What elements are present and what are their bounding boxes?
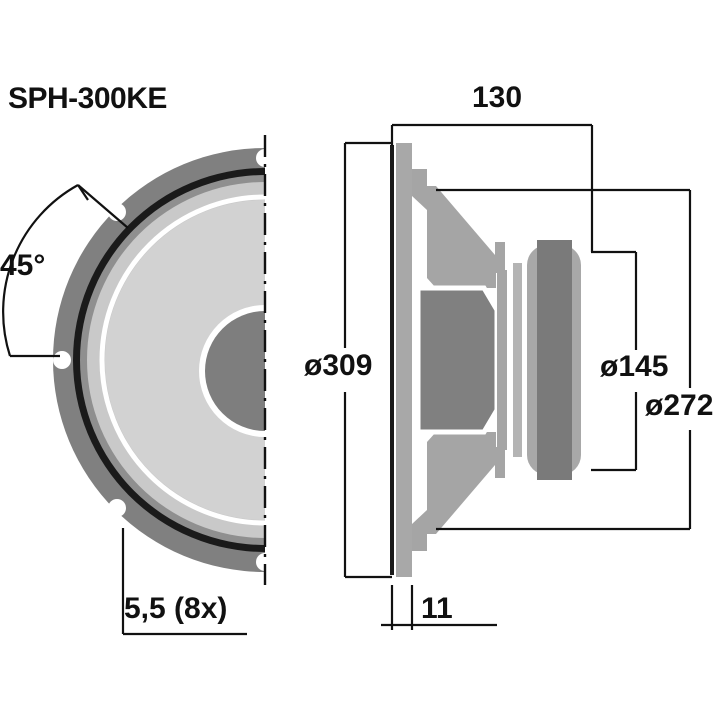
magnet-gap <box>522 255 525 465</box>
dust-cap <box>205 311 265 431</box>
basket-lower <box>412 432 505 551</box>
depth-dimension-130: 130 <box>472 81 522 114</box>
front-plate-edge <box>390 145 394 575</box>
cone-inner <box>105 200 265 520</box>
mounting-hole <box>108 499 126 517</box>
mounting-holes <box>53 149 265 571</box>
basket-upper <box>412 169 505 288</box>
basket-neck <box>497 270 507 450</box>
mounting-hole <box>53 351 71 369</box>
mounting-hole <box>256 149 265 167</box>
dimension-145-group <box>591 250 638 472</box>
hole-callout-group <box>121 528 247 636</box>
front-view <box>53 135 267 585</box>
cone-section-fill <box>421 292 494 428</box>
front-plate <box>396 143 412 577</box>
cone-highlight-ring <box>99 194 265 526</box>
angle-leader-upper <box>77 184 129 229</box>
magnet-spacer <box>513 263 522 457</box>
side-view <box>390 143 581 577</box>
mounting-hole <box>256 553 265 571</box>
page-title: SPH-300KE <box>8 82 167 115</box>
angle-dimension-45: 45° <box>0 249 45 282</box>
diameter-dimension-309: ø309 <box>304 349 372 382</box>
dimension-145-line-upper <box>591 250 638 350</box>
dimension-272-line-lower <box>436 430 692 531</box>
angle-arc <box>2 184 79 357</box>
mounting-hole <box>108 203 126 221</box>
dimension-309-line-lower <box>343 392 392 579</box>
front-view-body <box>53 148 265 572</box>
dimension-309-line-upper <box>343 141 392 348</box>
diameter-dimension-145: ø145 <box>600 350 668 383</box>
front-plate-gap <box>394 145 396 575</box>
diameter-dimension-272: ø272 <box>645 389 713 422</box>
angle-arc-tick <box>77 184 89 201</box>
thickness-dimension-11: 11 <box>421 592 453 625</box>
dimension-309-group <box>343 141 392 579</box>
magnet-core <box>537 240 572 480</box>
dimension-11-group <box>381 585 497 630</box>
dimension-145-line-lower <box>591 392 638 472</box>
dimension-272-line-upper <box>436 188 692 388</box>
dimension-272-group <box>436 188 692 531</box>
angle-annotation-group <box>2 184 129 358</box>
hole-dimension-5-5: 5,5 (8x) <box>124 592 227 625</box>
